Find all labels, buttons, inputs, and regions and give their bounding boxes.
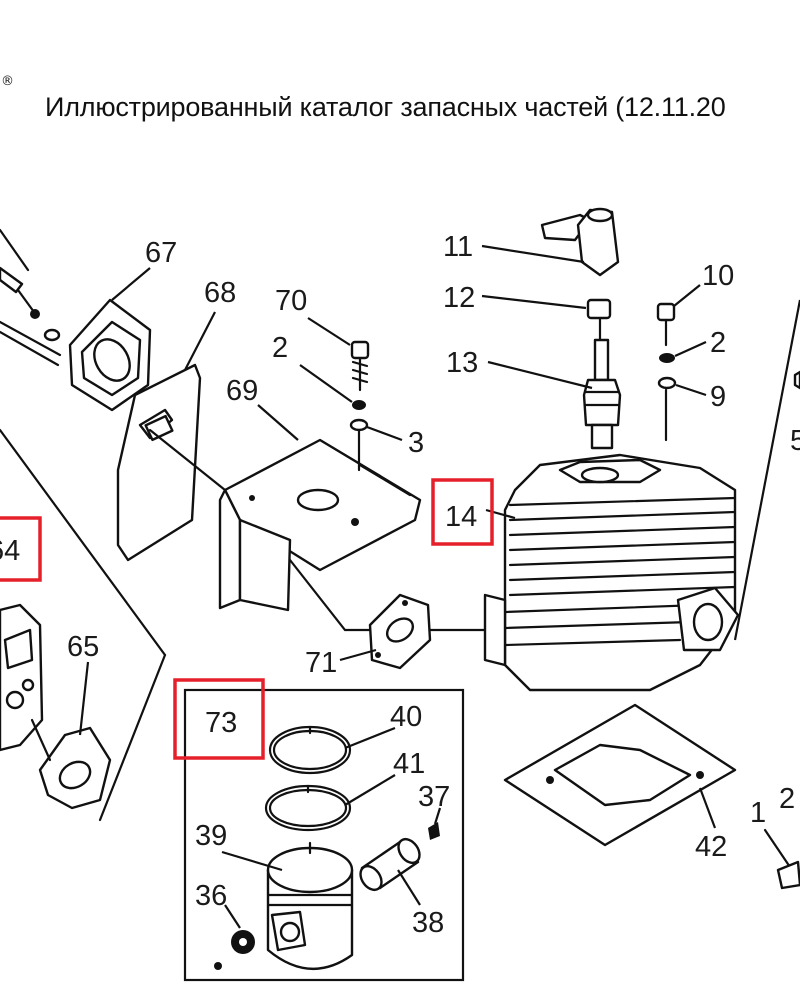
circlip-37	[428, 807, 442, 840]
cylinder-14	[483, 299, 800, 692]
gasket-71	[339, 593, 432, 670]
label-36: 36	[195, 880, 227, 912]
label-2b: 2	[710, 327, 726, 359]
label-1: 1	[750, 797, 766, 829]
piston-ring-41	[264, 774, 396, 832]
label-37: 37	[418, 781, 450, 813]
highlight-box-14	[431, 478, 494, 546]
label-67: 67	[145, 237, 177, 269]
spacer-65	[30, 661, 112, 810]
label-38: 38	[412, 907, 444, 939]
label-69: 69	[226, 375, 258, 407]
spark-plug-assembly	[481, 207, 622, 450]
muffler-67	[68, 267, 152, 412]
label-70: 70	[275, 285, 307, 317]
piston-39	[221, 841, 354, 970]
bolt-1	[763, 828, 800, 890]
piston-kit-box-73	[183, 688, 465, 982]
label-64: 64	[0, 535, 20, 567]
highlight-box-64	[0, 516, 42, 582]
label-10: 10	[702, 260, 734, 292]
label-14: 14	[445, 501, 477, 533]
label-39: 39	[195, 820, 227, 852]
label-71: 71	[305, 647, 337, 679]
label-11: 11	[443, 231, 473, 263]
label-2a: 2	[272, 332, 288, 364]
gasket-68	[116, 311, 216, 562]
carburetor-64	[0, 428, 167, 822]
base-gasket-42	[503, 703, 737, 847]
bolt-70-washers	[299, 317, 403, 472]
label-42: 42	[695, 831, 727, 863]
label-73: 73	[205, 707, 237, 739]
label-12: 12	[443, 282, 475, 314]
bolt-10-washers	[656, 284, 707, 442]
label-68: 68	[204, 277, 236, 309]
highlight-box-73	[173, 678, 265, 760]
page-title: Иллюстрированный каталог запасных частей…	[45, 92, 726, 122]
label-5: 5	[790, 425, 800, 457]
left-bolt-assembly	[0, 228, 62, 367]
needle-bearing-36	[214, 904, 255, 970]
heat-shield-69	[148, 404, 487, 632]
label-40: 40	[390, 701, 422, 733]
label-2c: 2	[779, 783, 795, 815]
label-65: 65	[67, 631, 99, 663]
label-41: 41	[393, 748, 425, 780]
piston-ring-40	[268, 725, 396, 775]
piston-pin-38	[359, 837, 421, 906]
label-9: 9	[710, 381, 726, 413]
label-13: 13	[446, 347, 478, 379]
label-3: 3	[408, 427, 424, 459]
registered-mark: ®	[1, 74, 14, 89]
